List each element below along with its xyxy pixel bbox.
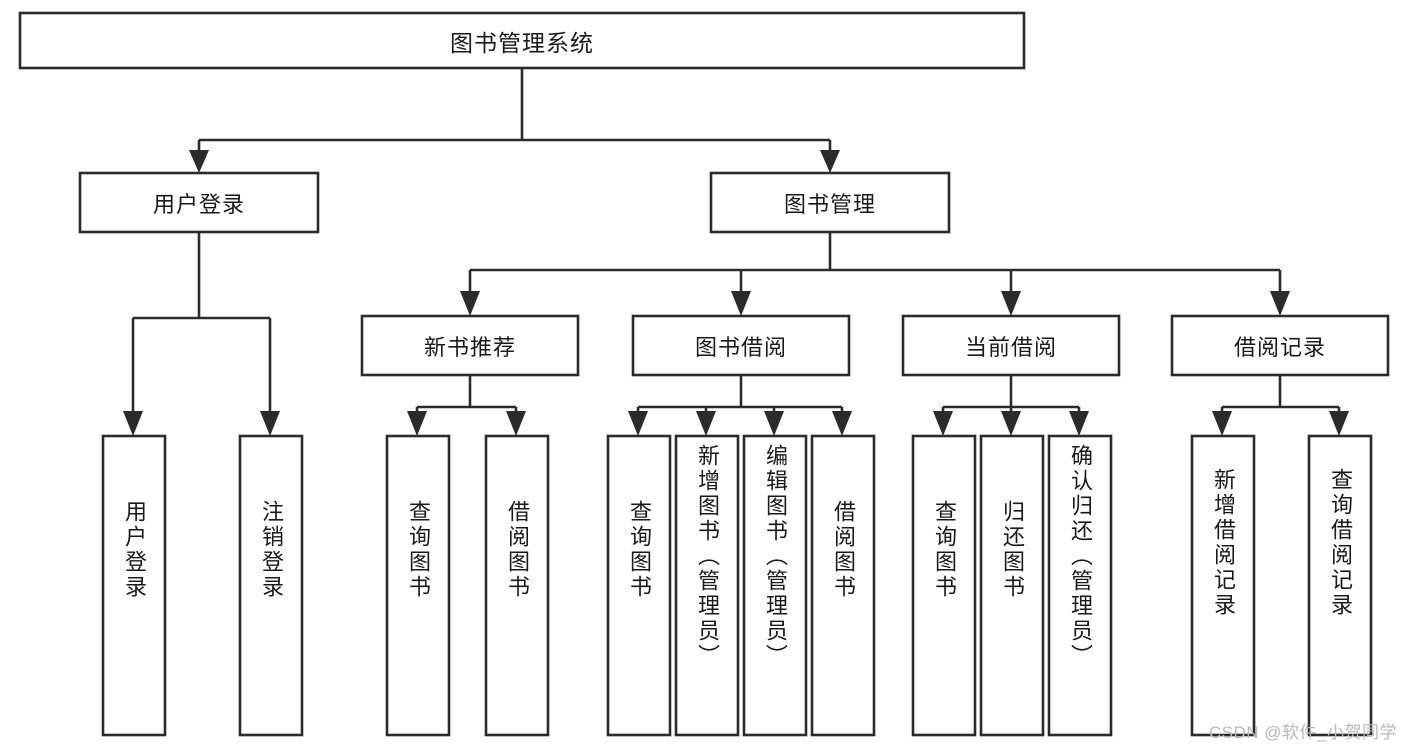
connector-group-newbookrec xyxy=(407,375,526,436)
arrowhead-userlogin xyxy=(189,150,209,173)
arrowhead-leaf-add-book xyxy=(696,411,716,436)
connector-group-bookborrow xyxy=(628,375,852,436)
connector-group-userlogin xyxy=(123,232,280,436)
node-box-leaf-query-book-1[interactable] xyxy=(385,434,451,737)
connector-group-bookmanage xyxy=(460,232,1290,316)
arrowhead-new-book-rec xyxy=(460,291,480,316)
node-box-leaf-query-book-3[interactable] xyxy=(911,434,977,737)
node-box-leaf-borrow-book-2[interactable] xyxy=(810,434,876,737)
arrowhead-leaf-logout xyxy=(260,411,280,436)
arrowhead-borrow-record xyxy=(1270,291,1290,316)
node-box-borrow-record[interactable] xyxy=(1170,314,1390,377)
node-box-leaf-query-record[interactable] xyxy=(1307,434,1373,737)
arrowhead-leaf-borrow-book-1 xyxy=(506,411,526,436)
node-box-root[interactable] xyxy=(18,11,1026,70)
arrowhead-leaf-query-record xyxy=(1329,411,1349,436)
arrowhead-leaf-query-book-1 xyxy=(407,411,427,436)
node-box-leaf-borrow-book-1[interactable] xyxy=(484,434,550,737)
arrowhead-leaf-query-book-2 xyxy=(628,411,648,436)
arrowhead-current-borrow xyxy=(1001,291,1021,316)
node-box-leaf-add-record[interactable] xyxy=(1190,434,1256,737)
node-box-leaf-logout[interactable] xyxy=(238,434,304,737)
arrowhead-bookmanage xyxy=(820,150,840,173)
connector-group-borrowrecord xyxy=(1212,375,1349,436)
connector-group-currentborrow xyxy=(933,375,1089,436)
arrowhead-leaf-return-book xyxy=(1001,411,1021,436)
arrowhead-leaf-query-book-3 xyxy=(933,411,953,436)
node-box-leaf-confirm-return[interactable] xyxy=(1047,434,1113,737)
arrowhead-leaf-confirm-return xyxy=(1069,411,1089,436)
arrowhead-leaf-add-record xyxy=(1212,411,1232,436)
arrowhead-leaf-user-login xyxy=(123,411,143,436)
node-box-leaf-query-book-2[interactable] xyxy=(606,434,672,737)
node-box-book-manage[interactable] xyxy=(709,171,951,234)
arrowhead-leaf-borrow-book-2 xyxy=(832,411,852,436)
arrowhead-book-borrow xyxy=(731,291,751,316)
node-box-leaf-add-book[interactable] xyxy=(674,434,740,737)
arrowhead-leaf-edit-book xyxy=(764,411,784,436)
node-box-leaf-edit-book[interactable] xyxy=(742,434,808,737)
node-box-book-borrow[interactable] xyxy=(631,314,851,377)
node-box-current-borrow[interactable] xyxy=(901,314,1121,377)
node-box-leaf-return-book[interactable] xyxy=(979,434,1045,737)
node-box-new-book-rec[interactable] xyxy=(360,314,580,377)
node-box-user-login[interactable] xyxy=(78,171,320,234)
node-box-leaf-user-login[interactable] xyxy=(101,434,167,737)
connector-group-root xyxy=(189,68,840,173)
